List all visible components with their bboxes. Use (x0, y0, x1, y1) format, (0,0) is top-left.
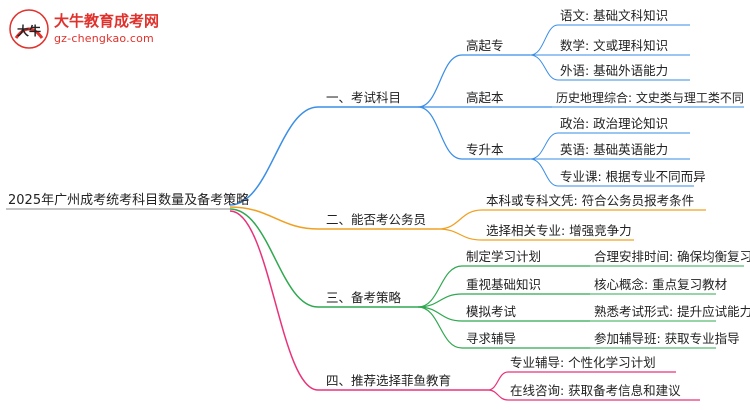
node-basics: 重视基础知识 (466, 277, 542, 292)
node-study-plan: 制定学习计划 (466, 249, 542, 264)
branch-strategy: 三、备考策略 (326, 290, 402, 305)
root-topic: 2025年广州成考统考科目数量及备考策略 (8, 193, 250, 208)
leaf-yuwen: 语文: 基础文科知识 (560, 8, 669, 23)
node-gaoqizhuan: 高起专 (466, 38, 504, 53)
leaf-format: 熟悉考试形式: 提升应试能力 (594, 304, 750, 319)
branch-civil-servant: 二、能否考公务员 (326, 212, 427, 227)
logo-mark-icon: 大牛 (9, 9, 49, 49)
edge-root-b2 (229, 206, 319, 230)
branch-recommend: 四、推荐选择菲鱼教育 (326, 373, 452, 388)
leaf-concepts: 核心概念: 重点复习教材 (594, 277, 728, 292)
leaf-online-consult: 在线咨询: 获取备考信息和建议 (510, 383, 681, 398)
node-gaoqiben: 高起本 (466, 90, 504, 105)
leaf-shuxue: 数学: 文或理科知识 (560, 38, 669, 53)
leaf-lishidili: 历史地理综合: 文史类与理工类不同 (556, 91, 744, 105)
logo-url: gz-chengkao.com (54, 32, 154, 45)
leaf-time: 合理安排时间: 确保均衡复习 (594, 249, 750, 264)
site-logo[interactable]: 大牛 大牛教育成考网 gz-chengkao.com (8, 6, 208, 54)
leaf-waiyu: 外语: 基础外语能力 (560, 63, 669, 78)
edge-root-b4 (229, 210, 319, 391)
node-tutoring: 寻求辅导 (466, 331, 517, 346)
edge-root-b3 (229, 208, 319, 308)
leaf-class: 参加辅导班: 获取专业指导 (594, 331, 740, 346)
leaf-major: 选择相关专业: 增强竞争力 (486, 223, 632, 238)
logo-mark-text: 大牛 (17, 23, 41, 38)
logo-title: 大牛教育成考网 (54, 12, 160, 30)
leaf-yingyu: 英语: 基础英语能力 (560, 142, 669, 157)
leaf-pro-tutoring: 专业辅导: 个性化学习计划 (510, 355, 656, 370)
branch-exam-subjects: 一、考试科目 (326, 90, 402, 105)
edge-root-b1 (229, 106, 319, 206)
leaf-zhengzhi: 政治: 政治理论知识 (560, 116, 669, 131)
node-mock-exam: 模拟考试 (466, 304, 517, 319)
node-zhuanshengben: 专升本 (466, 142, 504, 157)
leaf-zhuanyeke: 专业课: 根据专业不同而异 (560, 169, 706, 184)
leaf-diploma: 本科或专科文凭: 符合公务员报考条件 (486, 193, 695, 208)
